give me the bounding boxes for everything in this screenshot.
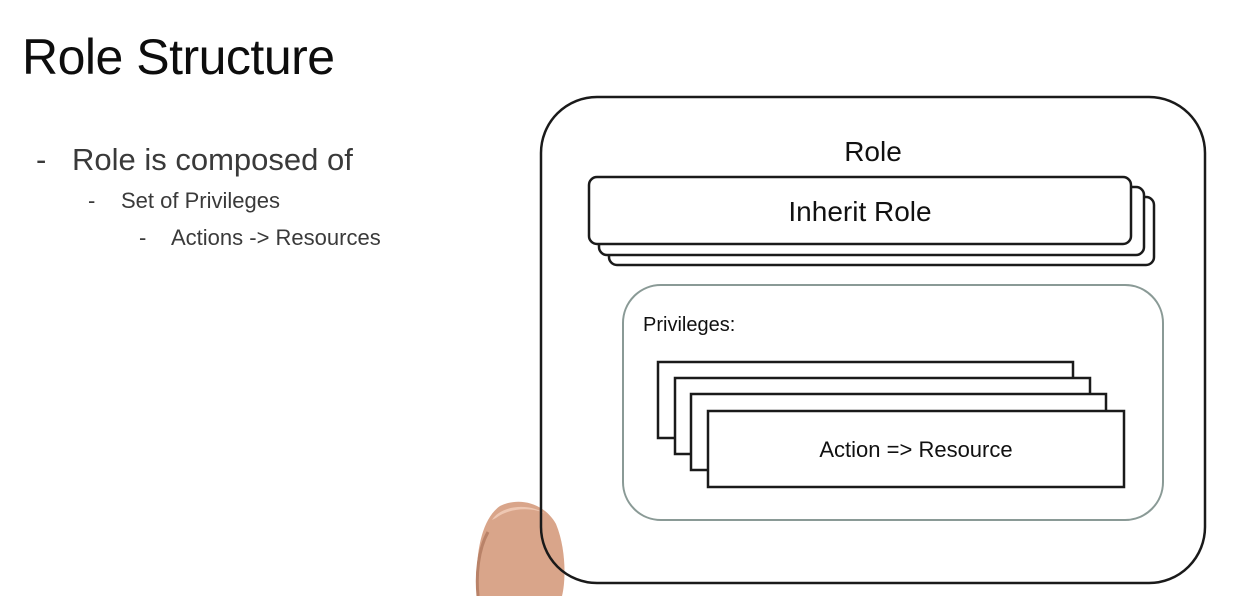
bullet-dash: - — [88, 188, 96, 213]
privilege-cards-stack: Action => Resource — [656, 360, 1126, 489]
inherit-role-stack: Inherit Role — [587, 175, 1156, 267]
presenter-finger — [475, 501, 565, 596]
bullet-dash: - — [139, 225, 147, 250]
bullet-dash: - — [36, 142, 47, 177]
inherit-role-card-front — [587, 175, 1133, 246]
inherit-role-label: Inherit Role — [788, 196, 931, 227]
action-resource-label: Action => Resource — [819, 437, 1012, 462]
role-container — [539, 95, 1207, 585]
privileges-label: Privileges: — [643, 314, 735, 336]
role-label: Role — [844, 136, 902, 167]
bullet-text: Set of Privileges — [121, 188, 280, 213]
slide-title: Role Structure — [22, 29, 335, 85]
privileges-container — [622, 284, 1164, 521]
privilege-card-1 — [706, 409, 1126, 489]
bullet-text: Role is composed of — [72, 142, 353, 177]
bullet-text: Actions -> Resources — [171, 225, 381, 250]
